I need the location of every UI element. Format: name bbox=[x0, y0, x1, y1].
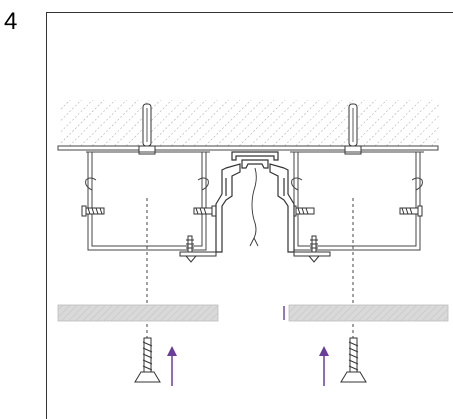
screw-icon bbox=[134, 337, 161, 383]
right-mounting-bracket bbox=[290, 151, 424, 251]
right-ceiling-panel bbox=[288, 304, 449, 322]
left-mounting-bracket bbox=[85, 151, 210, 251]
screw-icon bbox=[81, 205, 105, 217]
left-ceiling-panel bbox=[57, 304, 219, 322]
power-cable-icon bbox=[249, 167, 259, 247]
step-number: 4 bbox=[4, 8, 18, 35]
up-arrow-icon bbox=[319, 346, 329, 386]
wall-plug-icon bbox=[293, 235, 331, 263]
screw-icon bbox=[399, 205, 423, 217]
screw-icon bbox=[340, 337, 367, 383]
up-arrow-icon bbox=[167, 346, 177, 386]
anchor-bolt-icon bbox=[138, 103, 156, 155]
ceiling bbox=[57, 100, 440, 151]
lighting-track-icon bbox=[215, 151, 295, 253]
screw-icon bbox=[193, 205, 217, 217]
instruction-frame bbox=[46, 12, 453, 419]
anchor-bolt-icon bbox=[344, 103, 362, 155]
wall-plug-icon bbox=[179, 235, 217, 263]
screw-icon bbox=[291, 205, 315, 217]
